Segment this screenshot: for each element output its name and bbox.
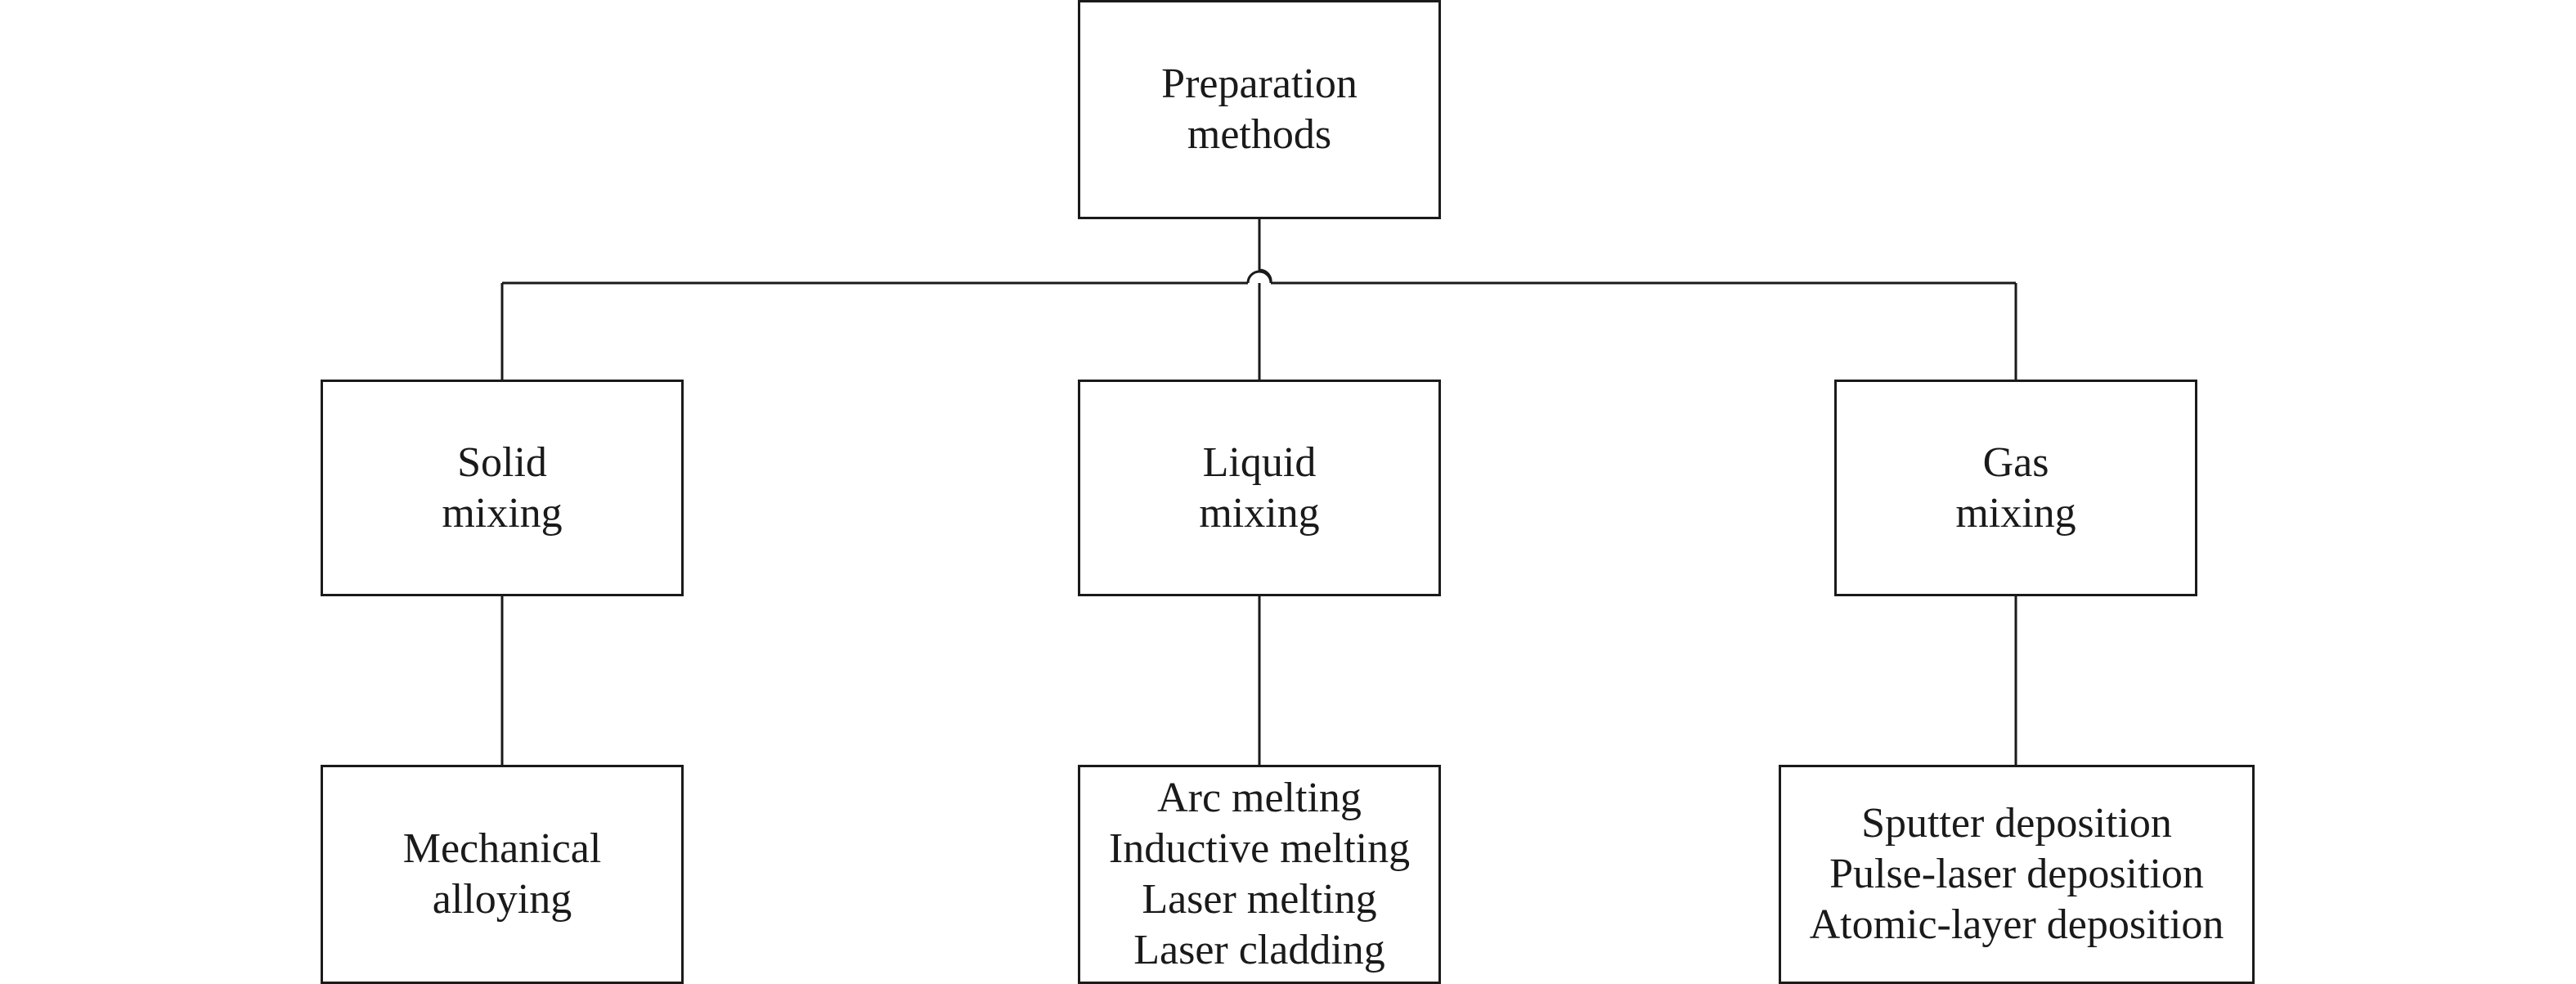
node-gas-mixing: Gas mixing bbox=[1834, 380, 2197, 596]
node-label-line: mixing bbox=[1199, 489, 1320, 537]
node-label-line: Atomic-layer deposition bbox=[1809, 901, 2224, 948]
node-label-line: Preparation bbox=[1161, 61, 1358, 107]
node-label-line: Laser melting bbox=[1142, 876, 1377, 923]
hop-arc-connector bbox=[1246, 270, 1272, 284]
node-liquid-methods: Arc melting Inductive melting Laser melt… bbox=[1078, 765, 1441, 984]
node-label-line: methods bbox=[1187, 111, 1332, 158]
node-solid-methods: Mechanical alloying bbox=[321, 765, 684, 984]
node-label-line: mixing bbox=[1955, 489, 2076, 537]
node-label-line: Liquid bbox=[1202, 438, 1317, 486]
node-label-line: Laser cladding bbox=[1133, 927, 1385, 973]
node-preparation-methods: Preparation methods bbox=[1078, 0, 1441, 219]
node-label-line: Pulse-laser deposition bbox=[1829, 851, 2204, 897]
node-liquid-mixing: Liquid mixing bbox=[1078, 380, 1441, 596]
node-label-line: Solid bbox=[457, 438, 547, 486]
node-label-line: Gas bbox=[1982, 438, 2049, 486]
node-label-line: Arc melting bbox=[1157, 775, 1362, 821]
node-label-line: Inductive melting bbox=[1108, 825, 1411, 872]
node-solid-mixing: Solid mixing bbox=[321, 380, 684, 596]
node-gas-methods: Sputter deposition Pulse-laser depositio… bbox=[1779, 765, 2255, 984]
node-label-line: Mechanical bbox=[402, 825, 602, 872]
node-label-line: alloying bbox=[432, 876, 572, 923]
node-label-line: mixing bbox=[442, 489, 563, 537]
node-label-line: Sputter deposition bbox=[1861, 800, 2172, 847]
